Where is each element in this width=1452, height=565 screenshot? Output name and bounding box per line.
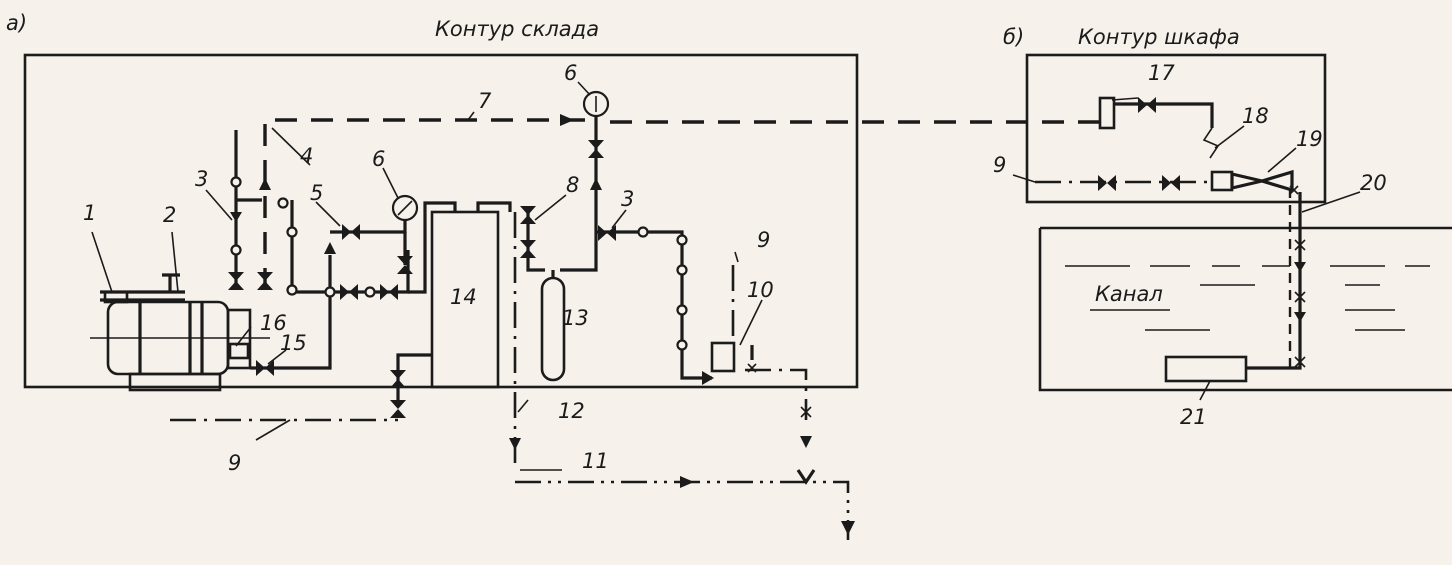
callout-19: 19: [1296, 127, 1323, 151]
callout-9: 9: [993, 153, 1006, 177]
pressure-gauge-icon: [582, 90, 610, 118]
flow-arrows: [230, 114, 1306, 535]
ejector-19: [1210, 170, 1234, 192]
callout-21: 21: [1180, 405, 1207, 429]
callout-14: 14: [450, 285, 477, 309]
callout-6: 6: [564, 61, 577, 85]
callout-12: 12: [558, 399, 585, 423]
panel-a-title: Контур склада: [435, 17, 599, 41]
callout-3: 3: [195, 167, 208, 191]
callout-15: 15: [280, 331, 307, 355]
tank-14: [430, 210, 500, 389]
pump-block-16: [228, 342, 250, 360]
callout-1: 1: [83, 201, 96, 225]
cabinet-piping: [1098, 96, 1302, 383]
panel-b-tag: б): [1003, 25, 1024, 49]
leader-lines: [91, 81, 1361, 471]
callout-13: 13: [562, 306, 589, 330]
callout-8: 8: [566, 173, 579, 197]
cross-marks: [747, 185, 1306, 418]
electric-motor-pump-unit: [90, 273, 270, 392]
callout-17: 17: [1148, 61, 1175, 85]
callout-5: 5: [310, 181, 323, 205]
funnel-icon: [796, 469, 816, 485]
callout-3: 3: [621, 187, 634, 211]
valves: [228, 97, 1180, 418]
callout-10: 10: [747, 278, 774, 302]
callout-4: 4: [300, 144, 313, 168]
block-10: [710, 341, 736, 373]
panel-a-tag: а): [6, 11, 27, 35]
block-17: [1098, 96, 1116, 130]
canal-label: Канал: [1095, 282, 1163, 306]
pipes-dash-dot: [170, 180, 1212, 540]
pipes-solid: [234, 115, 754, 400]
pipes-dashed: [263, 118, 1292, 368]
callout-20: 20: [1360, 171, 1387, 195]
pressure-gauge-icon: [391, 194, 419, 222]
callout-9: 9: [228, 451, 241, 475]
callout-11: 11: [582, 449, 609, 473]
fittings: [230, 176, 688, 351]
water-lines: [1065, 265, 1430, 331]
canal-outline: [1038, 226, 1452, 392]
block-21: [1164, 355, 1248, 383]
callout-7: 7: [478, 89, 492, 113]
receiver-13: [540, 276, 566, 382]
panel-b-title: Контур шкафа: [1078, 25, 1240, 49]
callout-2: 2: [163, 203, 176, 227]
callout-6: 6: [372, 147, 385, 171]
callout-16: 16: [260, 311, 287, 335]
callout-18: 18: [1242, 104, 1269, 128]
callout-9: 9: [757, 228, 770, 252]
cabinet-boundary: [1025, 53, 1327, 204]
